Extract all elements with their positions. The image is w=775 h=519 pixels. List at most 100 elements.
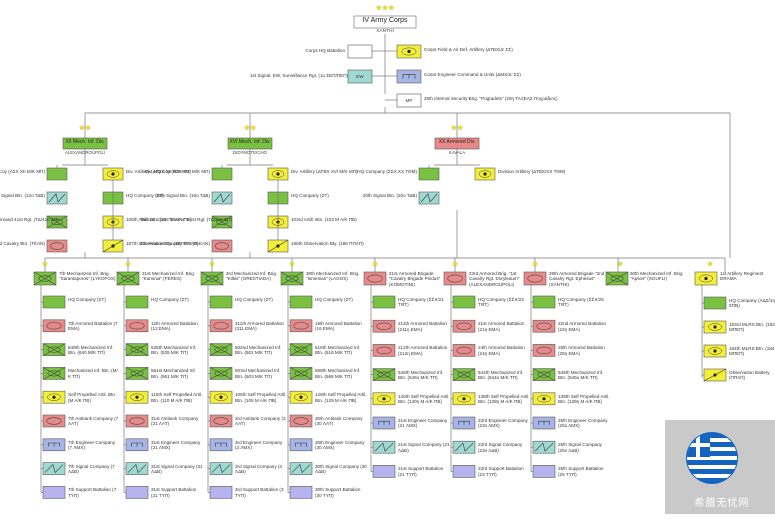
unit-icon <box>532 319 556 333</box>
corps-title: IV Army Corps <box>362 17 408 24</box>
regiment-unit-label: 183rd MLRS Btn. (183 ΜΠΕΠ) <box>729 322 775 333</box>
unit-label: 22nd Armored Battalion (22η ΕΜΑ) <box>558 321 607 332</box>
observation-icon <box>102 239 124 253</box>
track-icon <box>129 322 145 330</box>
regiment-unit-label: 184th MLRS Btn. (184 ΜΠΕΠ) <box>729 346 775 357</box>
division-stars: ★★ <box>78 125 92 132</box>
unit-icon <box>209 319 233 333</box>
brigade-title: 25th Armored Brigade "2nd Cavalry Rgt. E… <box>549 271 605 287</box>
cross-icon <box>209 343 233 356</box>
regiment-unit-label: Observation Battery (ΠΠΑΠ) <box>729 370 770 381</box>
artillery-dot-icon <box>219 395 223 399</box>
div-support-label: 20th Signal Btn. (20ο ΤΔΒ) <box>362 193 417 198</box>
artillery-dot-icon <box>713 325 717 329</box>
unit-label: HQ Company (ΣΣΧ/23 ΤΘΤ) <box>478 297 524 308</box>
observation-icon <box>703 368 727 382</box>
div-support-label: 186th Observation Bty. (186 ΠΠΑΠ) <box>291 241 364 246</box>
unit-label: 7th Signal Company (7 ΛΔΒ) <box>68 463 115 474</box>
unit-icon <box>42 486 66 499</box>
unit-icon <box>125 319 149 333</box>
cross-icon <box>125 343 149 356</box>
brigade-title: 21st Armored Brigade "Cavalry Brigade Pi… <box>389 271 441 287</box>
signal-zigzag-icon <box>420 193 438 203</box>
signal-zigzag-icon <box>374 442 394 452</box>
regiment-stars: ★ <box>706 261 714 268</box>
division-subtitle: ALEXANDROUPOLI <box>64 150 106 155</box>
track-icon <box>377 395 391 403</box>
regiment-unit-icon <box>703 296 727 310</box>
corps-stars: ★★★ <box>375 5 395 12</box>
engineer-icon <box>215 442 227 447</box>
track-icon <box>457 371 471 378</box>
unit-icon <box>42 295 66 309</box>
ew-unit-icon <box>347 69 373 84</box>
unit-label: 7th Armored Battalion (7 ΕΜΑ) <box>68 320 118 332</box>
unit-icon <box>289 414 313 428</box>
brigade-title: 7th Mechanized Inf. Brig. "Sarantaporos"… <box>59 271 116 282</box>
unit-label: Self Propelled Artil. Btn. (Μ Α/Κ ΠΒ) <box>68 392 117 403</box>
engineer-icon <box>295 442 307 447</box>
cross-icon <box>289 343 313 356</box>
unit-icon <box>42 414 66 428</box>
brigade-stars: ★ <box>451 261 459 268</box>
track-icon <box>214 393 228 401</box>
unit-label: 110th Self Propelled Artil. Btn. (110 Μ … <box>151 392 203 403</box>
mp-symbol-label: MP <box>405 98 413 103</box>
track-icon <box>215 242 229 250</box>
signal-zigzag-icon <box>534 442 554 452</box>
brigade-stars: ★ <box>288 261 296 268</box>
track-icon <box>205 275 219 282</box>
track-icon <box>367 274 383 283</box>
brigade-stars: ★ <box>531 261 539 268</box>
track-icon <box>106 170 120 178</box>
unit-label: 645th Mechanized Inf. Btn. (645ο Μ/Κ ΤΠ) <box>558 369 604 380</box>
unit-icon <box>372 344 396 357</box>
corps-box <box>353 15 417 29</box>
watermark-panel <box>665 420 775 514</box>
unit-label: 24th Armored Battalion (24η ΕΜΑ) <box>478 345 525 356</box>
signal-zigzag-icon <box>213 193 231 203</box>
unit-label: 23rd Signal Company (23ο ΛΔΒ) <box>478 442 523 453</box>
artillery-dot-icon <box>382 397 386 401</box>
unit-icon <box>452 344 476 357</box>
unit-label: 31st Signal Company (31 ΛΔΒ) <box>151 463 203 474</box>
unit-label: HQ Company (ΣΤ) <box>68 297 106 302</box>
track-icon <box>294 370 308 377</box>
unit-label: 138th Self Propelled Artil. Btn. (138η Μ… <box>478 393 530 405</box>
brigade-title: 3rd Mechanized Inf. Brig. "Kilkis" (ORES… <box>226 271 278 282</box>
corps-support-label: Corps Field & Air Def. Artillery (ΔΤΒΧ/Δ… <box>424 47 513 52</box>
unit-label: HQ Company (ΣΤ) <box>315 297 353 302</box>
track-icon <box>536 346 552 355</box>
track-icon <box>130 393 144 401</box>
unit-label: 23rd Support Battalion (23 ΤΥΠ) <box>478 466 524 477</box>
unit-label: 30th Support Battalion (30 ΤΥΠ) <box>315 487 361 498</box>
signal-zigzag-icon <box>291 464 311 474</box>
artillery-dot-icon <box>542 397 546 401</box>
unit-label: 30th Antitank Company (30 ΛΑΤ) <box>315 416 363 427</box>
track-icon <box>214 370 228 377</box>
division-subtitle: KAVALA <box>448 150 466 155</box>
unit-label: 3rd Support Battalion (3 ΤΥΠ) <box>235 487 284 498</box>
ew-symbol-label: EW <box>356 74 364 79</box>
track-icon <box>294 393 308 401</box>
unit-icon <box>209 295 233 309</box>
unit-label: 25th Armored Battalion (25η ΕΜΑ) <box>558 345 605 356</box>
division-title: XII Mech. Inf. Div. <box>65 139 105 145</box>
artillery-dot-icon <box>713 349 717 353</box>
unit-icon <box>209 414 233 428</box>
unit-icon <box>289 486 313 499</box>
cross-icon <box>280 271 304 286</box>
track-icon <box>51 219 63 225</box>
artillery-dot-icon <box>276 172 280 176</box>
track-icon <box>285 275 299 282</box>
track-icon <box>38 275 52 282</box>
unit-label: 7th Support Battalion (7 ΤΥΠ) <box>68 487 117 498</box>
track-icon <box>376 322 392 330</box>
track-icon <box>216 219 228 225</box>
unit-label: 502nd Mechanized Inf. Btn. (502 Μ/Κ ΤΠ) <box>235 344 282 355</box>
div-support-label: Div. HQ Coy (ΛΣΧ XVI M/K ΜΠ) <box>144 169 210 174</box>
track-icon <box>536 322 552 330</box>
signal-zigzag-icon <box>48 193 66 203</box>
observation-icon <box>267 239 289 253</box>
engineer-icon <box>48 442 60 447</box>
